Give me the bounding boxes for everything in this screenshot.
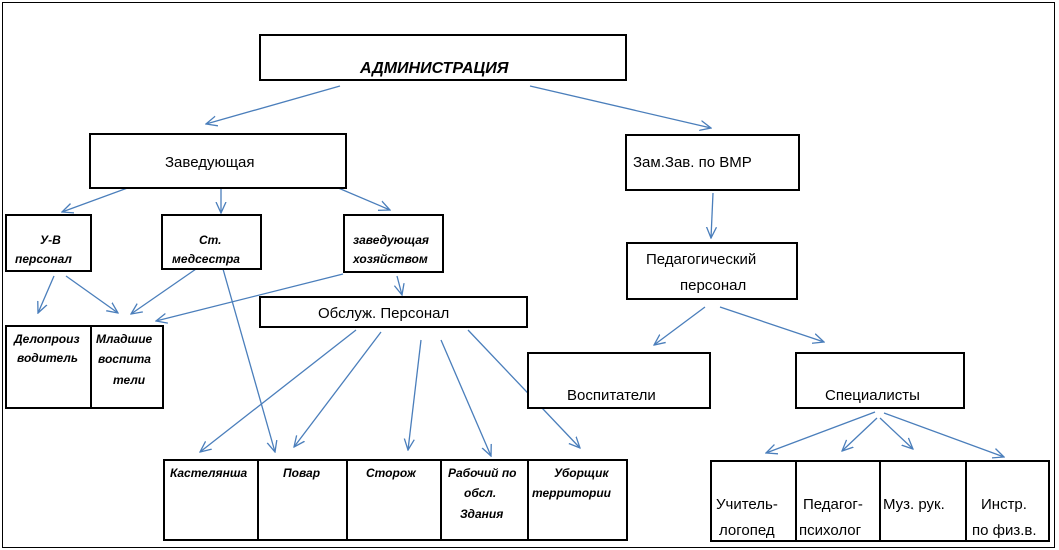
arrow-service-to-cook — [294, 331, 382, 447]
node-pedagogical-staff — [626, 242, 798, 300]
node-worker-line1: Рабочий по — [448, 466, 517, 480]
arrow-service-to-linen — [200, 329, 357, 452]
arrow-nurse-to-cook — [222, 268, 275, 452]
node-head — [89, 133, 347, 189]
arrow-specialists-to-psych — [842, 417, 878, 451]
node-cleaner-line1: Уборщик — [554, 466, 609, 480]
node-pedagogical-line1: Педагогический — [646, 251, 757, 268]
arrow-service-to-watchman — [408, 339, 422, 450]
node-psych-line2: психолог — [799, 522, 862, 539]
node-linen-label: Кастелянша — [170, 466, 248, 480]
arrow-deputy-to-pedagogical — [711, 192, 713, 238]
node-specialists — [795, 352, 965, 409]
node-housekeeping-head — [343, 214, 444, 273]
arrow-uv-to-clerk — [38, 275, 55, 313]
arrow-service-to-cleaner — [467, 329, 580, 448]
node-speech-line2: логопед — [719, 522, 775, 539]
node-housekeeping-line2: хозяйством — [353, 252, 428, 266]
arrow-housekeeping-to-junior — [156, 273, 344, 321]
node-junior-line1: Младшие — [96, 332, 153, 346]
node-pedagogical-line2: персонал — [680, 277, 747, 294]
node-deputy — [625, 134, 800, 191]
node-music-director — [879, 460, 967, 542]
node-linen-keeper — [163, 459, 259, 541]
node-admin — [259, 34, 627, 81]
node-junior-educators — [90, 325, 164, 409]
node-uv-line2: персонал — [15, 252, 72, 266]
node-cook-label: Повар — [283, 466, 321, 480]
node-housekeeping-line1: заведующая — [353, 233, 429, 247]
node-service-staff — [259, 296, 528, 328]
node-worker-line3: Здания — [460, 507, 504, 521]
node-service-label: Обслуж. Персонал — [318, 305, 450, 322]
arrow-admin-to-head — [206, 85, 341, 124]
node-nurse-line2: медсестра — [172, 252, 240, 266]
node-building-worker — [440, 459, 529, 541]
node-psych-line1: Педагог- — [803, 496, 863, 513]
node-junior-line2: воспита — [98, 352, 151, 366]
arrow-service-to-worker — [440, 339, 491, 456]
node-pe-line2: по физ.в. — [972, 522, 1037, 539]
node-cleaner-line2: территории — [532, 486, 612, 500]
node-clerk-driver — [5, 325, 93, 409]
node-deputy-label: Зам.Зав. по ВМР — [633, 154, 752, 171]
node-speech-line1: Учитель- — [716, 496, 778, 513]
node-watchman — [346, 459, 442, 541]
node-pe-instructor — [965, 460, 1050, 542]
node-admin-label: АДМИНИСТРАЦИЯ — [360, 60, 509, 77]
node-watchman-label: Сторож — [366, 466, 416, 480]
node-educators — [527, 352, 711, 409]
node-junior-line3: тели — [113, 373, 146, 387]
arrow-pedagogical-to-educators — [654, 306, 706, 345]
node-speech-therapist — [710, 460, 797, 542]
node-clerk-line2: водитель — [17, 351, 78, 365]
node-grounds-cleaner — [527, 459, 628, 541]
node-head-label: Заведующая — [165, 154, 255, 171]
node-pe-line1: Инстр. — [981, 496, 1027, 513]
node-uv-personnel — [5, 214, 92, 272]
node-psychologist — [795, 460, 881, 542]
node-worker-line2: обсл. — [464, 486, 497, 500]
arrow-specialists-to-pe — [883, 412, 1004, 457]
arrow-nurse-to-junior — [131, 268, 197, 314]
arrow-admin-to-deputy — [529, 85, 711, 128]
node-senior-nurse — [161, 214, 262, 270]
arrow-uv-to-junior — [65, 275, 118, 313]
node-specialists-label: Специалисты — [825, 387, 920, 404]
node-music-label: Муз. рук. — [883, 496, 945, 513]
arrow-specialists-to-music — [879, 417, 913, 449]
arrow-pedagogical-to-specialists — [719, 306, 824, 342]
arrow-specialists-to-speech — [766, 411, 876, 453]
arrow-housekeeping-to-service — [397, 275, 402, 295]
node-educators-label: Воспитатели — [567, 387, 656, 404]
node-clerk-line1: Делопроиз — [14, 332, 80, 346]
node-nurse-line1: Ст. — [199, 233, 222, 247]
node-uv-line1: У-В — [40, 233, 61, 247]
